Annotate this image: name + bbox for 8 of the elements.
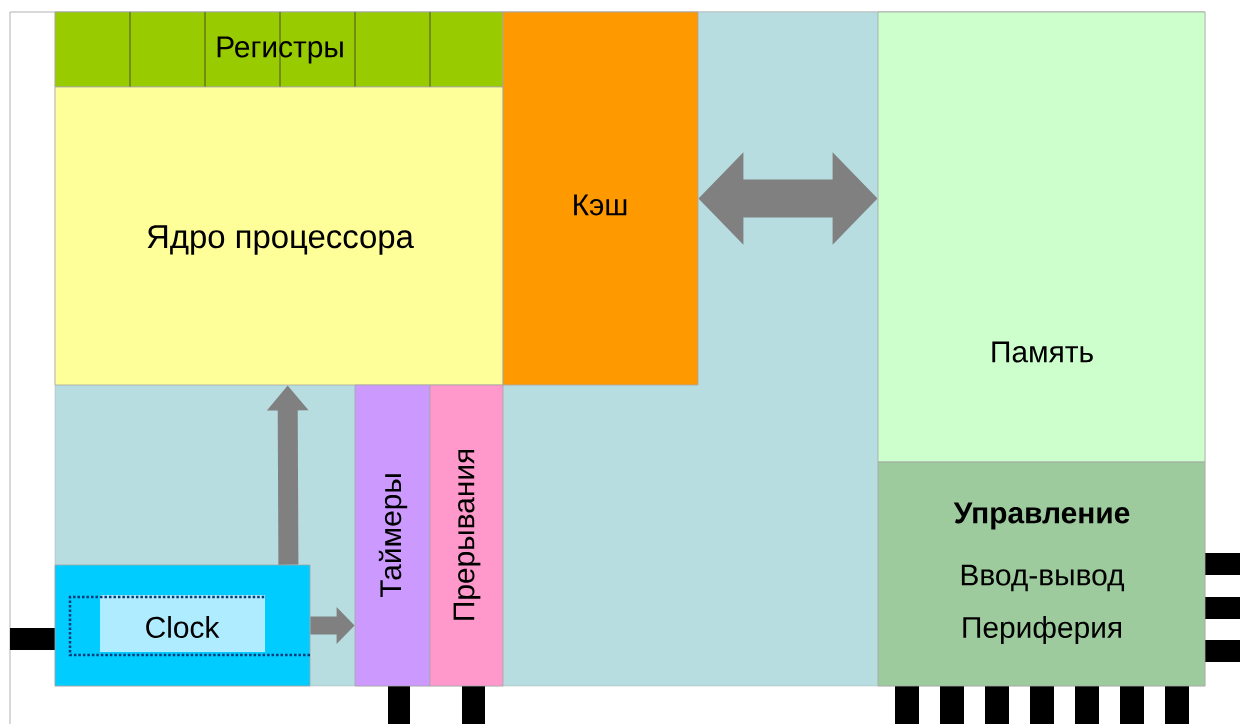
- interrupts-block: Прерывания: [429, 384, 504, 687]
- memory-block: Память: [877, 11, 1206, 463]
- clock-block: Clock: [54, 564, 311, 687]
- timers-block: Таймеры: [354, 384, 431, 687]
- cache-block: Кэш: [502, 11, 699, 386]
- processor-core-block: Ядро процессора: [54, 86, 504, 386]
- register-bank: Регистры: [54, 11, 504, 88]
- io-control-block: Управление Ввод-вывод Периферия: [877, 461, 1206, 687]
